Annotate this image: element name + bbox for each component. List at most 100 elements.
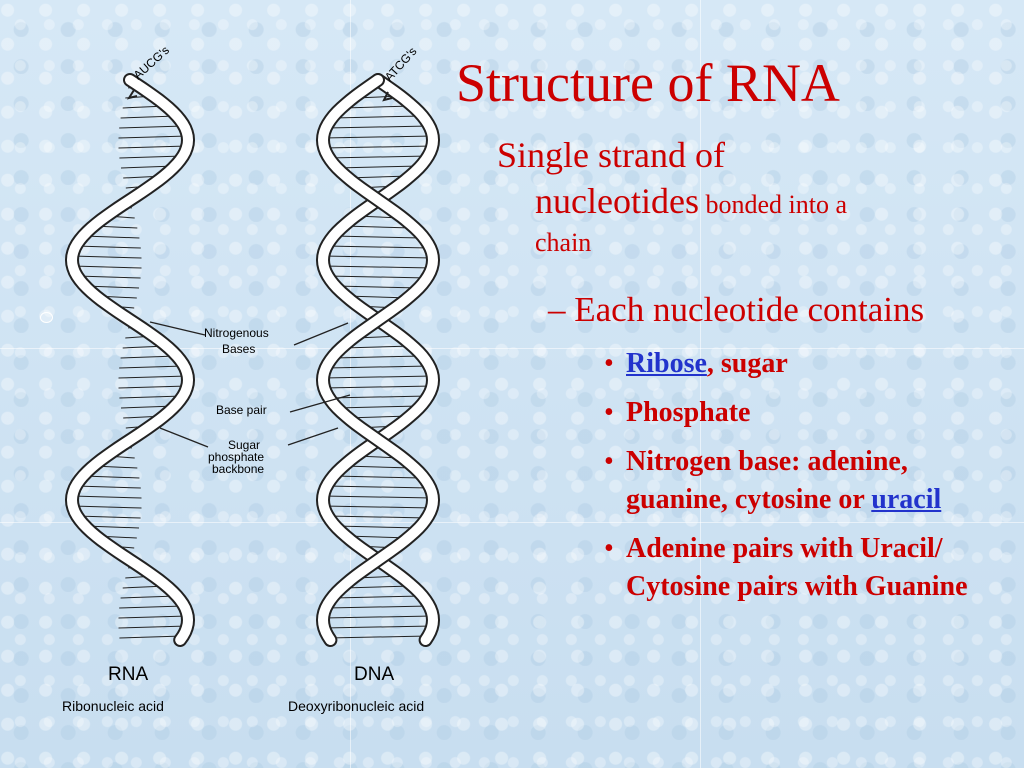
background-grid-line <box>350 0 351 768</box>
bullet-glyph: • <box>604 533 614 564</box>
callout-lines <box>149 321 351 448</box>
bullet-base-pairing: • Adenine pairs with Uracil/ Cytosine pa… <box>604 530 1004 606</box>
bullet-phosphate: • Phosphate <box>604 394 1004 432</box>
helix-base-rung <box>333 115 423 119</box>
bullet-nitrogen-base: • Nitrogen base: adenine, guanine, cytos… <box>604 443 1004 519</box>
helix-base-rung <box>323 265 433 269</box>
slide-title: Structure of RNA <box>456 53 840 113</box>
helix-base-rung <box>327 275 429 279</box>
helix-base-rung <box>335 165 421 169</box>
callout-sugar-phosphate-backbone: Sugar <box>228 438 260 452</box>
helix-base-rung <box>327 155 429 159</box>
helix-base-rung <box>323 615 433 619</box>
ribose-link[interactable]: Ribose <box>626 348 707 379</box>
helix-base-rung <box>118 625 188 629</box>
main-point-line2: nucleotides bonded into a <box>497 178 967 228</box>
dna-marker-arrow-icon <box>382 91 393 102</box>
helix-base-rung <box>326 125 430 129</box>
helix-base-rung <box>76 275 141 279</box>
dna-marker-label: ATCG's <box>382 44 420 84</box>
rna-label: RNA <box>108 664 148 685</box>
helix-base-rung <box>119 605 185 609</box>
helix-base-rung <box>72 505 142 509</box>
bullet-glyph: • <box>604 397 614 428</box>
helix-base-rung <box>333 595 423 599</box>
helix-base-rung <box>72 495 142 499</box>
helix-base-rung <box>119 155 184 159</box>
helix-base-rung <box>327 395 429 399</box>
helix-base-rung <box>333 475 423 479</box>
slide-bullet-circle-icon <box>40 312 53 323</box>
helix-base-rung <box>343 105 413 109</box>
dna-helix <box>315 73 441 647</box>
helix-base-rung <box>323 495 433 499</box>
background-grid-line <box>700 0 701 768</box>
callout-sugar-phosphate-backbone-line3: backbone <box>212 462 264 476</box>
helix-base-rung <box>343 225 413 229</box>
callout-nitrogenous-bases-line2: Bases <box>222 342 255 356</box>
dna-caption: Deoxyribonucleic acid <box>288 698 424 714</box>
helix-base-rung <box>326 245 430 249</box>
background-grid-line <box>0 348 1024 349</box>
bullet-ribose: • Ribose, sugar <box>604 345 1004 383</box>
main-point-bonded: bonded into a <box>698 190 847 219</box>
rna-helix <box>64 73 196 647</box>
helix-base-rung <box>118 375 188 379</box>
helix-base-rung <box>323 625 433 629</box>
helix-base-rung <box>327 635 429 639</box>
rna-dna-helix-figure: AUCG's ATCG's Nitrogenous Bases Base pai… <box>62 43 441 714</box>
helix-base-rung <box>343 345 413 349</box>
helix-base-rung <box>343 465 413 469</box>
helix-base-rung <box>326 605 430 609</box>
helix-base-rung <box>119 125 185 129</box>
helix-base-rung <box>119 365 185 369</box>
helix-base-rung <box>333 235 423 239</box>
sub-point: – Each nucleotide contains <box>548 290 925 329</box>
background-grid-line <box>0 522 1024 523</box>
helix-base-rung <box>75 245 141 249</box>
rna-caption: Ribonucleic acid <box>62 698 164 714</box>
bullet-list: • Ribose, sugar • Phosphate • Nitrogen b… <box>604 345 1004 617</box>
callout-base-pair: Base pair <box>216 403 267 417</box>
bullet-glyph: • <box>604 446 614 477</box>
main-point-line3: chain <box>535 228 592 257</box>
ribose-rest: , sugar <box>706 348 788 379</box>
helix-base-rung <box>343 585 413 589</box>
main-point-nucleotides: nucleotides <box>535 181 699 221</box>
helix-base-rung <box>118 145 188 149</box>
helix-base-rung <box>323 255 433 259</box>
rna-marker-label: AUCG's <box>131 43 172 82</box>
main-point-line1: Single strand of <box>497 135 725 175</box>
helix-base-rung <box>119 395 184 399</box>
helix-base-rung <box>323 145 433 149</box>
helix-base-rung <box>323 375 433 379</box>
dna-label: DNA <box>354 664 394 685</box>
helix-base-rung <box>119 635 184 639</box>
helix-base-rung <box>326 485 430 489</box>
helix-base-rung <box>333 355 423 359</box>
main-point: Single strand of nucleotides bonded into… <box>497 132 967 258</box>
helix-base-rung <box>323 385 433 389</box>
helix-base-rung <box>326 365 430 369</box>
helix-base-rung <box>327 515 429 519</box>
helix-backbone <box>66 75 194 645</box>
helix-base-rung <box>118 615 188 619</box>
helix-base-rung <box>118 385 188 389</box>
helix-base-rung <box>76 515 141 519</box>
helix-base-rung <box>335 405 421 409</box>
helix-backbone <box>317 75 439 645</box>
bullet-glyph: • <box>604 348 614 379</box>
base-pairing-text: Adenine pairs with Uracil/ Cytosine pair… <box>626 533 968 602</box>
uracil-link[interactable]: uracil <box>871 484 942 515</box>
callout-nitrogenous-bases: Nitrogenous <box>204 326 269 340</box>
helix-base-rung <box>72 265 142 269</box>
helix-base-rung <box>335 525 421 529</box>
nitrogen-base-text: Nitrogen base: adenine, guanine, cytosin… <box>626 446 908 515</box>
phosphate-text: Phosphate <box>626 397 751 428</box>
helix-base-rung <box>118 135 188 139</box>
helix-base-rung <box>323 505 433 509</box>
callout-sugar-phosphate-backbone-line2: phosphate <box>208 450 264 464</box>
helix-base-rung <box>323 135 433 139</box>
rna-marker-arrow-icon <box>126 89 138 100</box>
helix-backbone <box>317 75 439 645</box>
